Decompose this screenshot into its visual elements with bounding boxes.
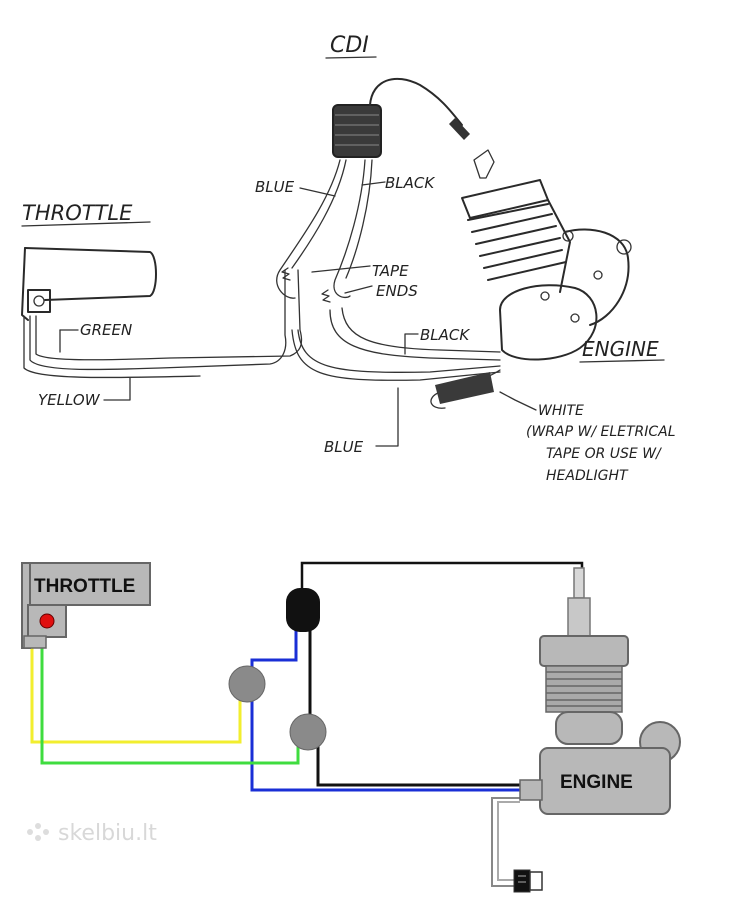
- white-lead-tape: [435, 372, 494, 404]
- throttle-body: [21, 562, 151, 606]
- cdi-unit: [286, 588, 320, 632]
- cylinder-fins: [545, 665, 623, 713]
- throttle-underline: [21, 221, 151, 227]
- junction-left: [228, 665, 266, 703]
- white-label-line4: HEADLIGHT: [546, 468, 629, 484]
- ht-lead: [369, 77, 463, 126]
- engine-schematic-label: ENGINE: [560, 772, 633, 793]
- blue-top-label: BLUE: [255, 178, 295, 196]
- black-mid-label: BLACK: [420, 326, 470, 344]
- watermark-text: skelbiu.lt: [58, 821, 157, 846]
- spark-plug: [473, 149, 495, 179]
- black-top-label: BLACK: [385, 174, 435, 192]
- white-label-line2: (WRAP W/ ELETRICAL: [526, 424, 676, 440]
- watermark: skelbiu.lt: [27, 821, 157, 846]
- sketch-engine: [461, 179, 632, 361]
- cylinder-head: [539, 635, 629, 667]
- junction-right: [289, 713, 327, 751]
- wire-green: [40, 648, 300, 765]
- wire-black: [308, 622, 522, 787]
- wire-white: [491, 797, 520, 887]
- cdi-label-underline: [325, 56, 377, 59]
- white-lead-connector: [513, 869, 543, 893]
- wire-blue: [250, 622, 522, 792]
- plug-cap: [449, 118, 470, 140]
- yellow-label: YELLOW: [38, 391, 101, 409]
- green-label: GREEN: [80, 321, 132, 339]
- tape-ends-label-line1: TAPE: [372, 262, 409, 280]
- blue-bottom-label: BLUE: [324, 438, 364, 456]
- white-label-line3: TAPE OR USE W/: [546, 446, 662, 462]
- cdi-coil: [332, 104, 382, 158]
- sketch-wires: [23, 159, 501, 409]
- engine-sketch-label: ENGINE: [582, 337, 659, 361]
- white-label-line1: WHITE: [538, 403, 584, 419]
- sketch-throttle: [21, 247, 157, 321]
- throttle-sketch-label: THROTTLE: [22, 201, 133, 225]
- throttle-box: THROTTLE: [21, 562, 151, 649]
- throttle-schematic-label: THROTTLE: [34, 576, 135, 597]
- schematic-engine: ENGINE: [519, 567, 681, 815]
- spark-plug-schematic: [573, 567, 585, 599]
- wire-cdi-to-plug: [300, 561, 584, 598]
- cdi-label: CDI: [330, 33, 369, 58]
- tape-ends-label-line2: ENDS: [376, 282, 418, 300]
- hand-drawn-sketch: CDI: [21, 33, 676, 484]
- wiring-schematic: THROTTLE ENGINE: [21, 561, 681, 893]
- wire-yellow: [30, 648, 242, 744]
- kill-switch-button: [39, 613, 55, 629]
